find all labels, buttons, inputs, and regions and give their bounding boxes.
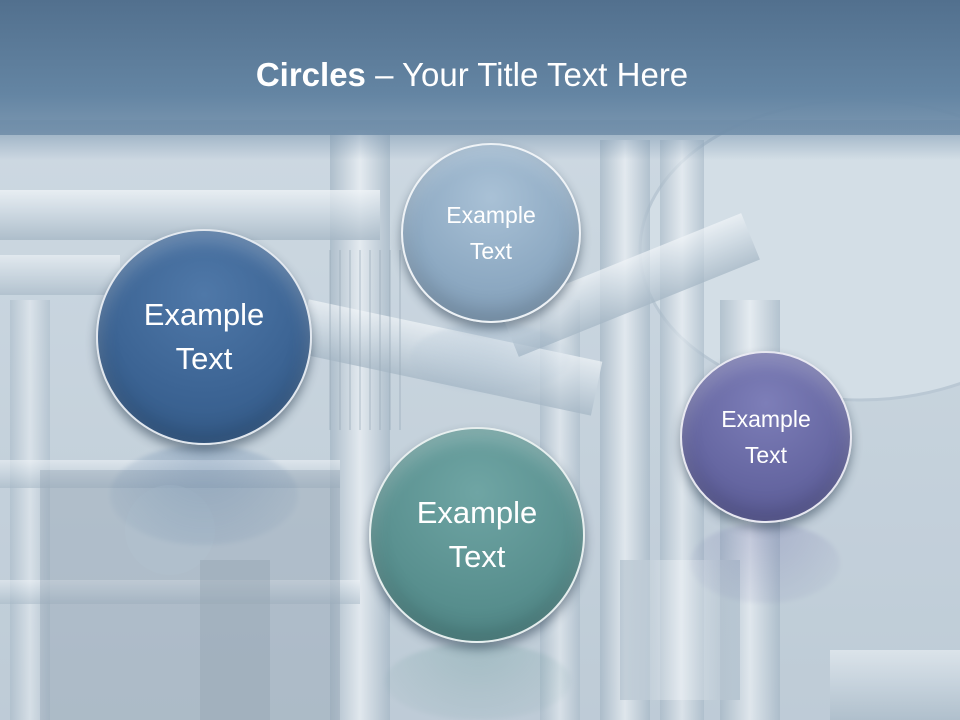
slide-title-rest: – Your Title Text Here [365, 56, 689, 93]
circle-reflection-4 [690, 523, 840, 603]
circle-label: Example Text [416, 495, 538, 574]
circle-teal[interactable]: Example Text [369, 427, 585, 643]
circle-reflection-1 [110, 445, 298, 545]
circle-label: Example Text [446, 202, 536, 264]
slide-title-bold: Circles [255, 56, 366, 93]
circle-reflection-2 [410, 323, 570, 393]
circle-light-blue[interactable]: Example Text [401, 143, 581, 323]
circle-purple[interactable]: Example Text [680, 351, 852, 523]
circle-dark-blue[interactable]: Example Text [96, 229, 312, 445]
circle-label: Example Text [143, 297, 265, 376]
title-bar [0, 0, 960, 135]
slide-title: Circles – Your Title Text Here [0, 52, 944, 98]
circle-reflection-3 [385, 643, 571, 720]
circle-label: Example Text [721, 406, 811, 468]
